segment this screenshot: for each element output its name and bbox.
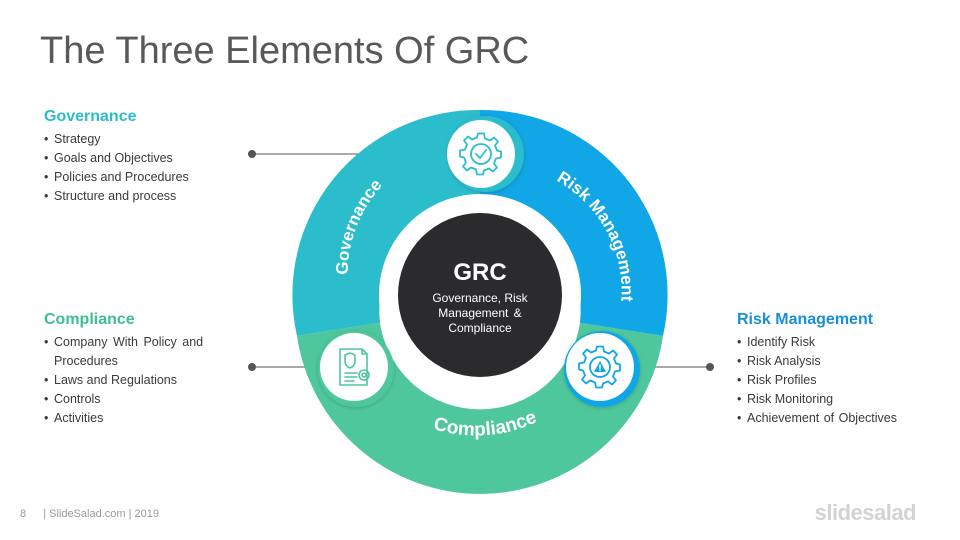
governance-icon-badge — [447, 116, 524, 192]
list-item: Achievement of Objectives — [737, 409, 937, 428]
risk-segment — [480, 109, 668, 336]
risk-list: Identify Risk Risk Analysis Risk Profile… — [737, 333, 937, 428]
page-number: 8 — [20, 508, 27, 520]
center-line-2: Management & — [438, 306, 521, 320]
document-shield-icon — [339, 348, 370, 386]
center-circle — [398, 213, 562, 377]
risk-block: Risk Management Identify Risk Risk Analy… — [737, 311, 937, 428]
compliance-list: Company With Policy and Procedures Laws … — [44, 333, 214, 428]
center-line-3: Compliance — [448, 321, 512, 335]
list-item: Risk Monitoring — [737, 390, 937, 409]
list-item: Identify Risk — [737, 333, 937, 352]
compliance-heading: Compliance — [44, 311, 135, 328]
list-item: Strategy — [44, 130, 234, 149]
slide-title: The Three Elements Of GRC — [40, 30, 530, 72]
risk-icon-badge — [564, 331, 640, 407]
risk-heading: Risk Management — [737, 311, 874, 328]
list-item: Risk Profiles — [737, 371, 937, 390]
list-item: Goals and Objectives — [44, 149, 234, 168]
governance-heading: Governance — [44, 108, 137, 125]
gear-warning-icon — [578, 345, 621, 389]
footer-text: | SlideSalad.com | 2019 — [43, 508, 159, 520]
list-item: Laws and Regulations — [44, 371, 214, 390]
gear-check-icon — [459, 132, 502, 176]
governance-segment — [292, 109, 480, 336]
compliance-block: Compliance Company With Policy and Proce… — [44, 311, 214, 428]
footer: 8 | SlideSalad.com | 2019 — [20, 508, 159, 520]
brand-logo: slidesalad — [814, 500, 917, 525]
list-item: Risk Analysis — [737, 352, 937, 371]
governance-list: Strategy Goals and Objectives Policies a… — [44, 130, 234, 206]
list-item: Activities — [44, 409, 214, 428]
list-item: Structure and process — [44, 187, 234, 206]
center-title: GRC — [453, 259, 506, 286]
compliance-icon-badge — [318, 331, 394, 407]
governance-block: Governance Strategy Goals and Objectives… — [44, 108, 234, 206]
list-item: Company With Policy and Procedures — [44, 333, 214, 371]
center-line-1: Governance, Risk — [432, 291, 528, 305]
list-item: Policies and Procedures — [44, 168, 234, 187]
list-item: Controls — [44, 390, 214, 409]
